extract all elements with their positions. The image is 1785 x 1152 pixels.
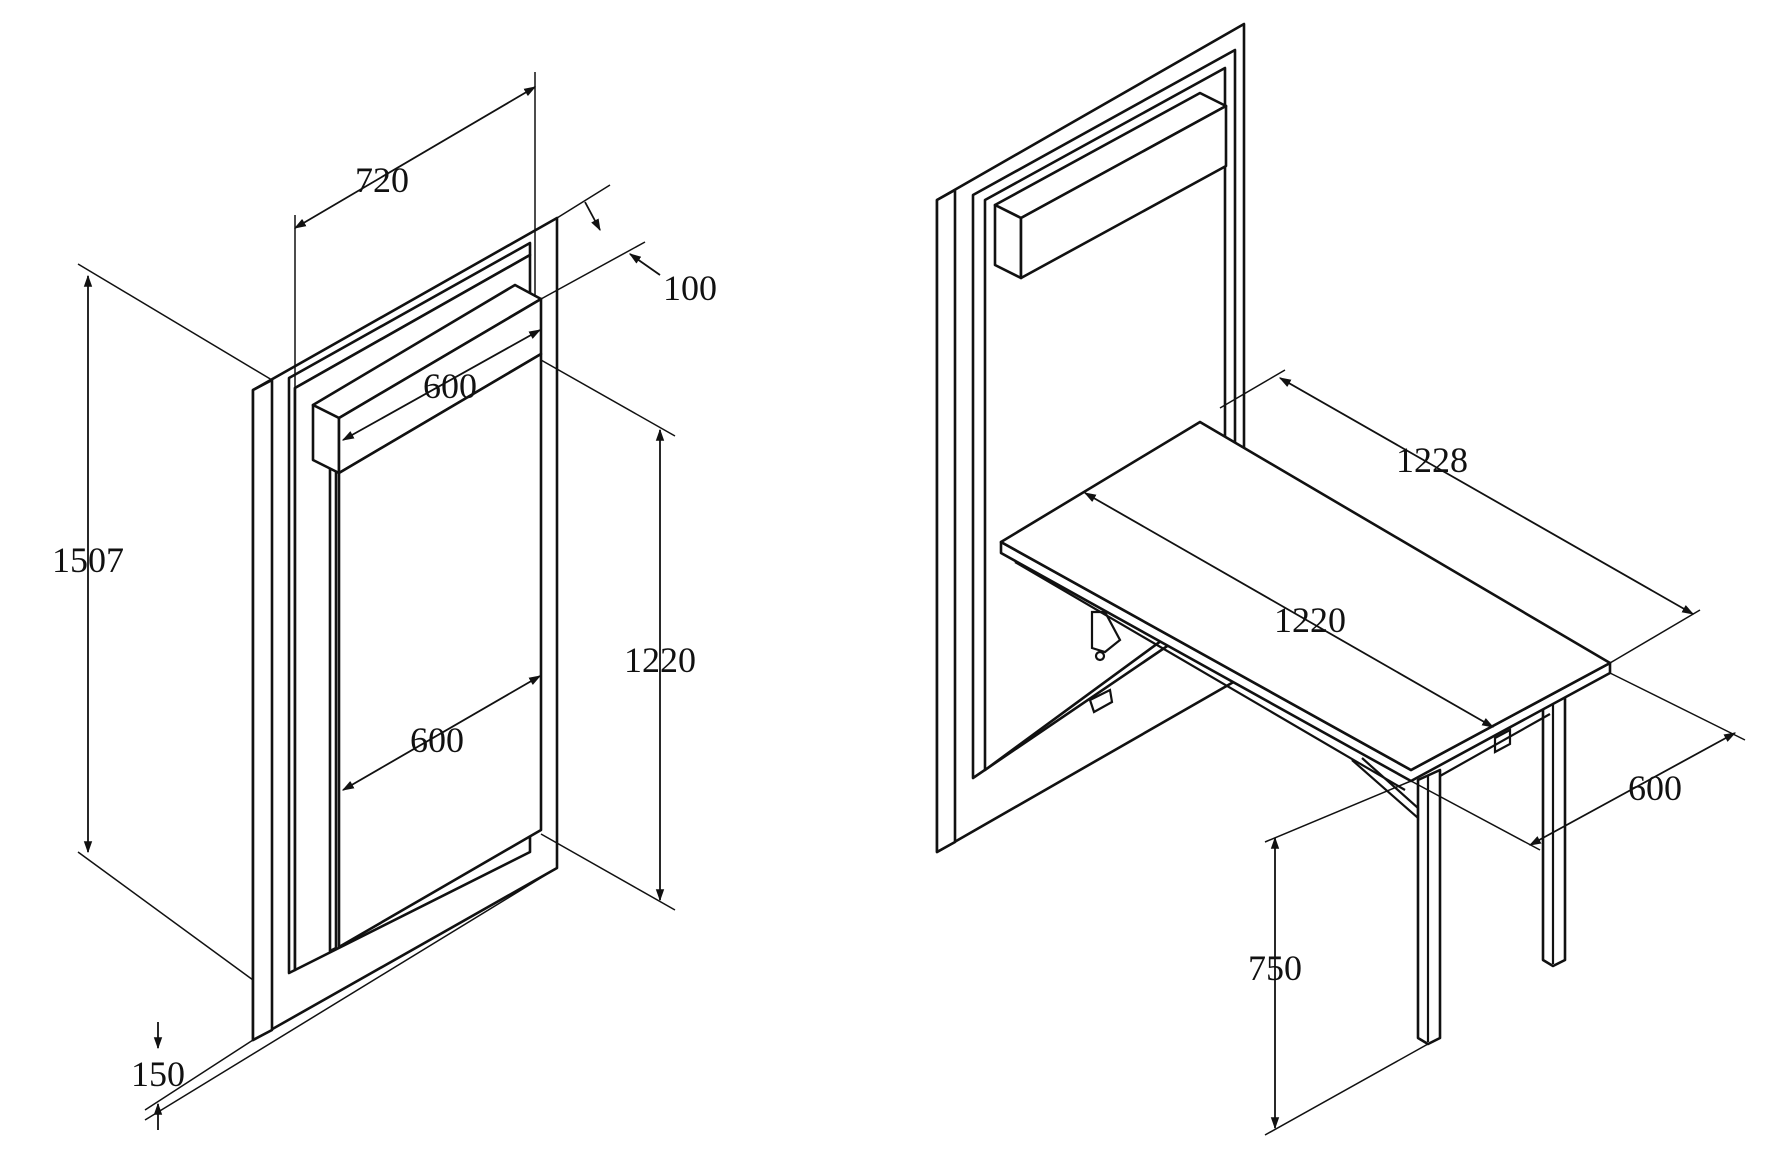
ext-1228-bottom bbox=[1609, 609, 1701, 664]
dim-600-label: 600 bbox=[1628, 768, 1682, 808]
dim-600-top-line bbox=[341, 329, 542, 441]
ext-100-a bbox=[556, 184, 611, 219]
dim-100-label: 100 bbox=[663, 268, 717, 308]
dim-600-top-label: 600 bbox=[423, 366, 477, 406]
dim-100-arrow-a bbox=[584, 201, 601, 232]
dim-750-label: 750 bbox=[1248, 948, 1302, 988]
ext-750-bottom bbox=[1264, 1043, 1429, 1136]
unfolded-table-view: 1228 1220 600 750 bbox=[935, 22, 1746, 1136]
wall-panel-side bbox=[935, 188, 957, 854]
ext-750-top bbox=[1264, 780, 1412, 843]
wall-panel-side bbox=[251, 378, 274, 1042]
dim-1220-label: 1220 bbox=[1274, 600, 1346, 640]
ext-600-bottom bbox=[1410, 780, 1541, 851]
ext-1507-top bbox=[77, 263, 273, 381]
ext-1507-bottom bbox=[77, 851, 254, 981]
mounting-box-front bbox=[311, 403, 341, 475]
ext-1228-top bbox=[1219, 369, 1286, 409]
ext-150-a bbox=[144, 1039, 254, 1111]
dim-1507-label: 1507 bbox=[52, 540, 124, 580]
dim-100-arrow-b bbox=[629, 253, 661, 276]
latch bbox=[1493, 728, 1512, 754]
dim-1220-label: 1220 bbox=[624, 640, 696, 680]
dim-720-label: 720 bbox=[355, 160, 409, 200]
dim-600-mid-label: 600 bbox=[410, 720, 464, 760]
dim-1220-line bbox=[1083, 492, 1495, 728]
ext-1220-top bbox=[540, 359, 676, 437]
dim-1228-label: 1228 bbox=[1396, 440, 1468, 480]
folded-leg-strip bbox=[328, 455, 338, 953]
dim-600-mid-line bbox=[341, 675, 542, 791]
ext-100-b bbox=[540, 241, 646, 300]
ext-150-b bbox=[144, 867, 558, 1121]
folded-table-view: 720 100 600 1507 1220 600 150 bbox=[52, 72, 717, 1130]
dim-150-label: 150 bbox=[131, 1054, 185, 1094]
dim-720-line bbox=[293, 86, 537, 229]
mounting-box-side bbox=[1019, 104, 1228, 280]
ext-1220-bottom bbox=[540, 833, 676, 911]
dim-600-line bbox=[1528, 732, 1737, 846]
mounting-box-front bbox=[993, 203, 1023, 280]
ext-600-top bbox=[1609, 672, 1746, 741]
leg-brace bbox=[1351, 757, 1420, 821]
